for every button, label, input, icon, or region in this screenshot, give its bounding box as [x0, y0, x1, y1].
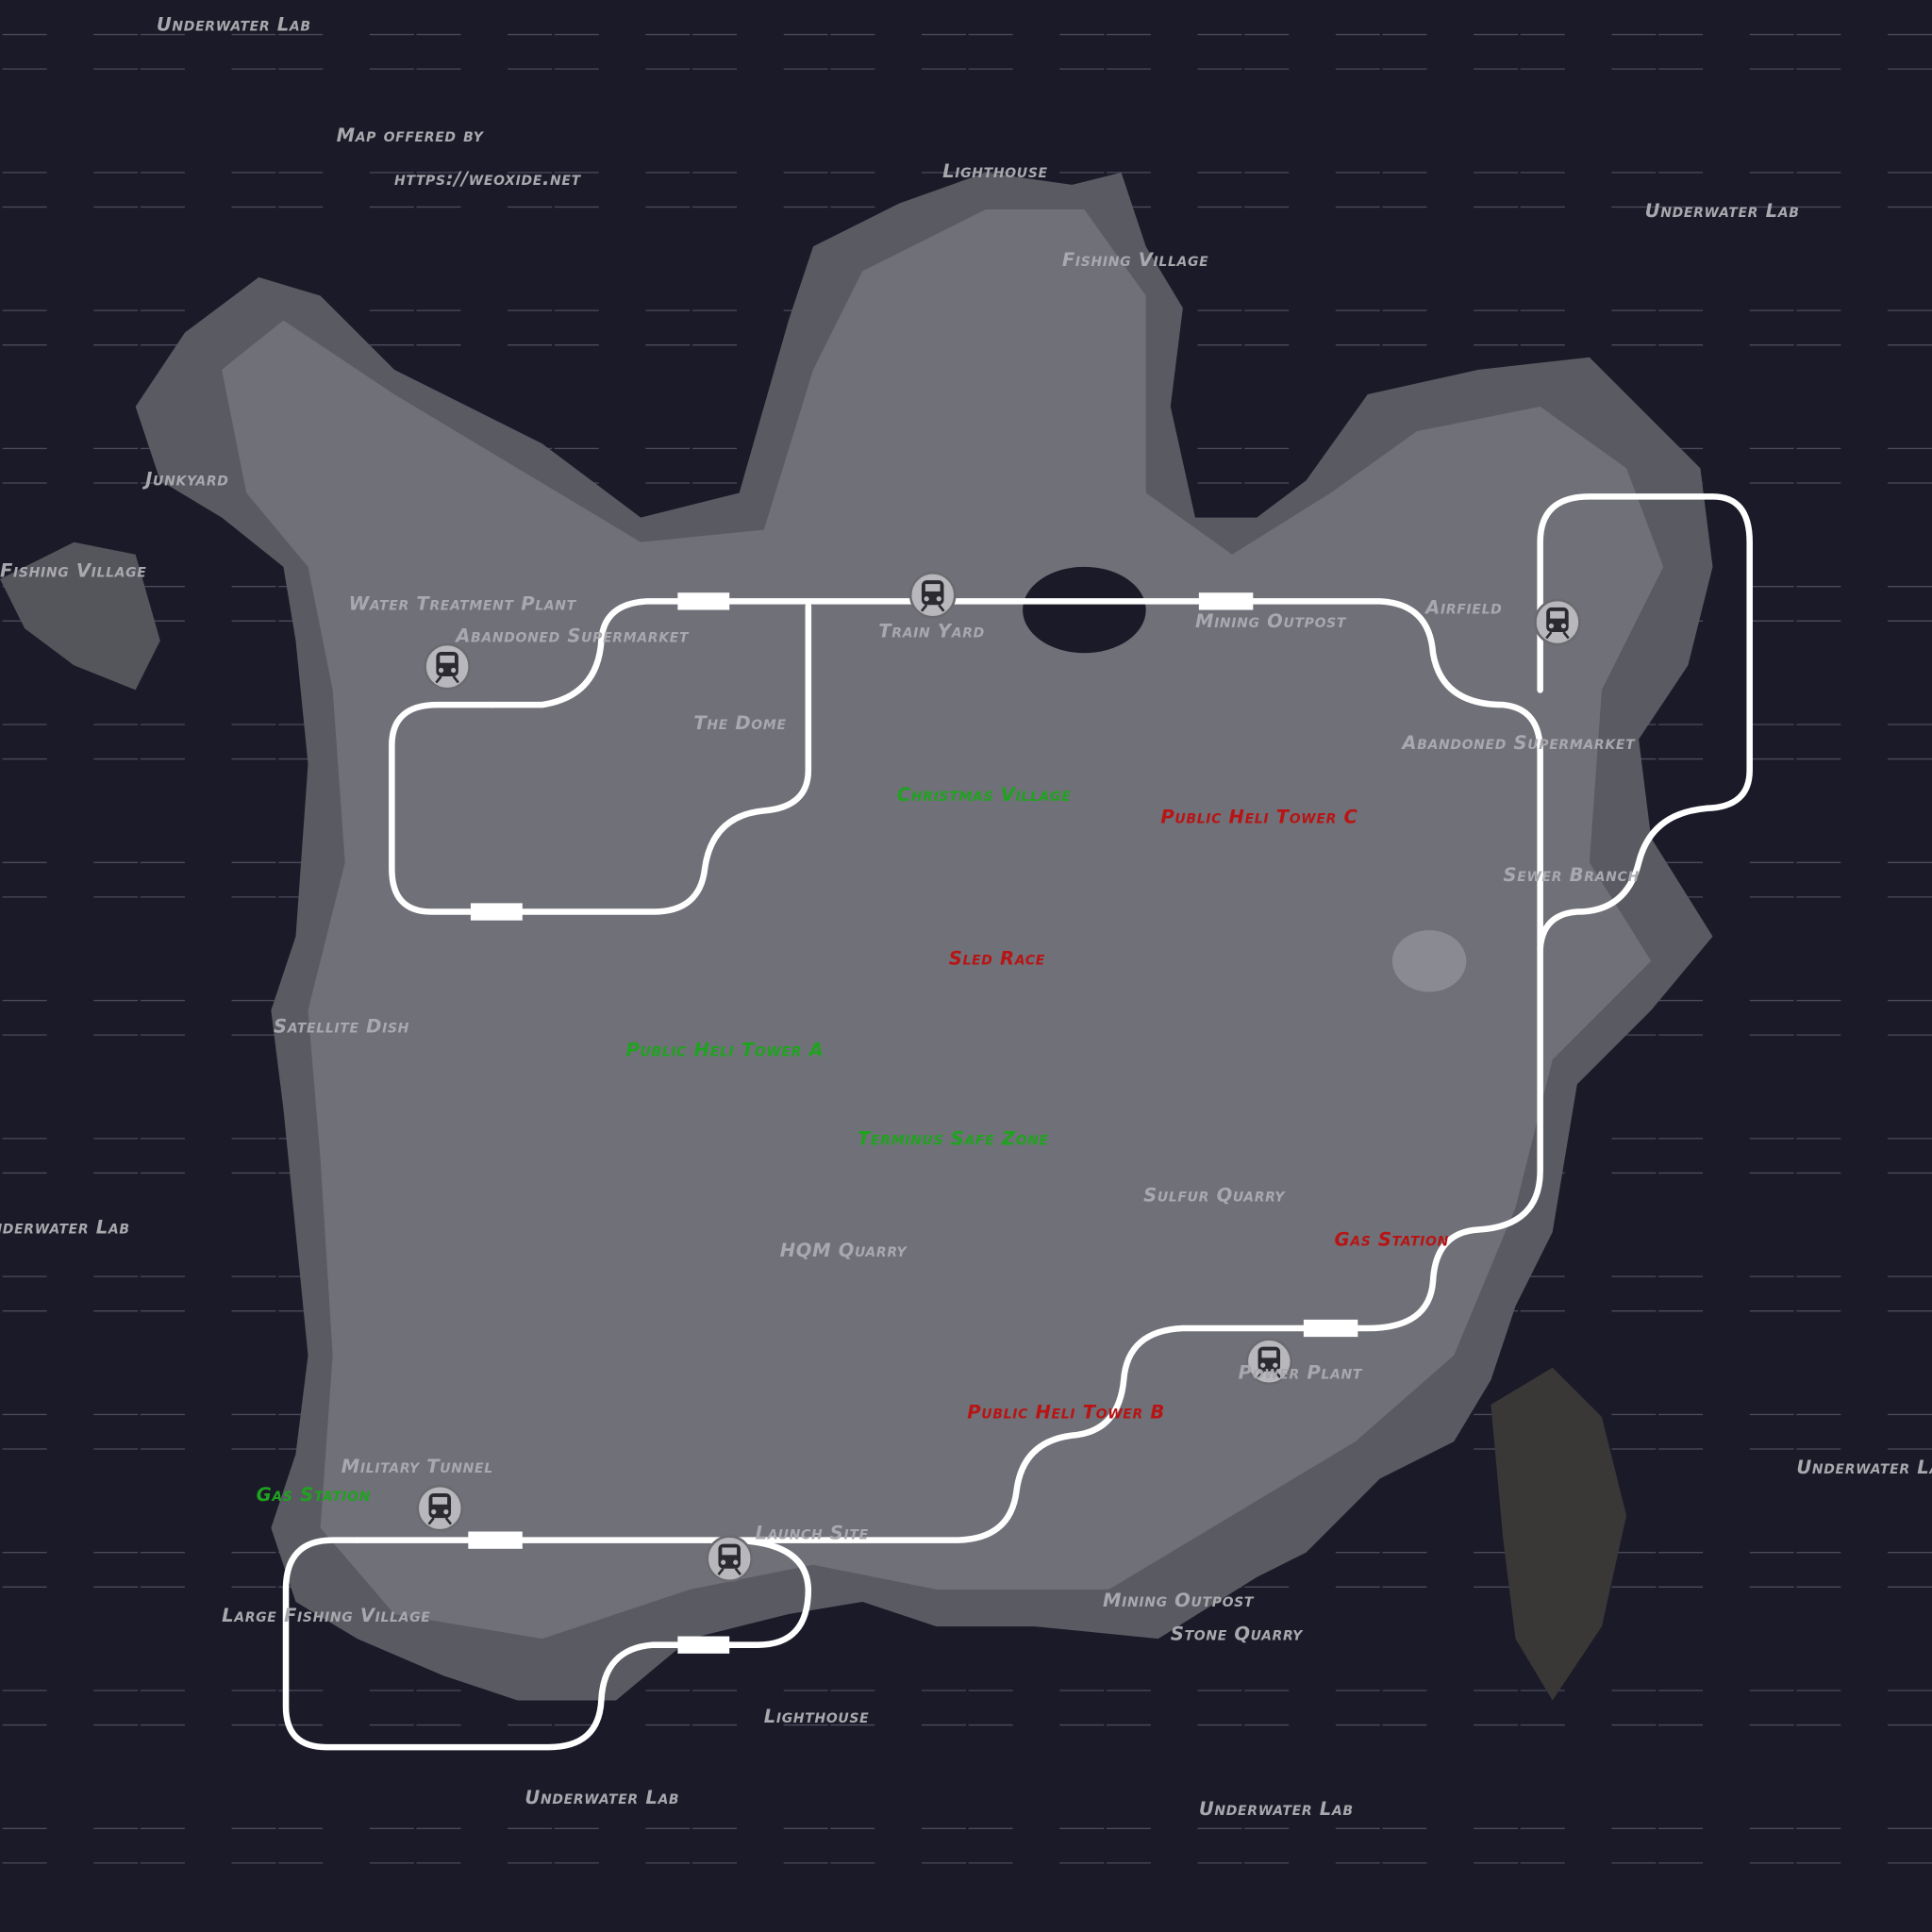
- map-label-underwater-lab[interactable]: Underwater Lab: [157, 14, 311, 36]
- map-label-fishing-village[interactable]: Fishing Village: [1062, 249, 1209, 271]
- map-label-power-plant[interactable]: Power Plant: [1239, 1362, 1363, 1384]
- map-label-underwater-lab[interactable]: Underwater Lab: [1199, 1798, 1354, 1820]
- map-label-satellite-dish[interactable]: Satellite Dish: [274, 1016, 409, 1038]
- map-label-junkyard[interactable]: Junkyard: [142, 469, 228, 491]
- map-label-sled-race[interactable]: Sled Race: [949, 948, 1045, 970]
- rail-platforms: [468, 592, 1358, 1654]
- map-label-stone-quarry[interactable]: Stone Quarry: [1171, 1623, 1304, 1644]
- map-label-christmas-village[interactable]: Christmas Village: [897, 784, 1072, 806]
- map-label-sewer-branch[interactable]: Sewer Branch: [1503, 864, 1639, 886]
- map-label-train-yard[interactable]: Train Yard: [878, 620, 985, 641]
- credit-line-1: Map offered by: [337, 125, 485, 146]
- island: [0, 172, 1713, 1701]
- map-label-military-tunnel[interactable]: Military Tunnel: [341, 1456, 493, 1477]
- map-label-abandoned-supermarket[interactable]: Abandoned Supermarket: [454, 625, 690, 646]
- map-label-gas-station[interactable]: Gas Station: [1335, 1228, 1449, 1250]
- map-label-the-dome[interactable]: The Dome: [693, 712, 786, 734]
- map-label-public-heli-tower-a[interactable]: Public Heli Tower A: [626, 1039, 824, 1060]
- map-label-lighthouse[interactable]: Lighthouse: [942, 160, 1048, 182]
- map-label-underwater-lab[interactable]: Underwater Lab: [525, 1787, 679, 1808]
- map-label-public-heli-tower-b[interactable]: Public Heli Tower B: [967, 1401, 1165, 1423]
- map-label-water-treatment-plant[interactable]: Water Treatment Plant: [349, 593, 577, 615]
- map-label-terminus-safe-zone[interactable]: Terminus Safe Zone: [858, 1127, 1049, 1149]
- credit-link[interactable]: https://weoxide.net: [394, 168, 582, 190]
- map-label-airfield[interactable]: Airfield: [1424, 596, 1502, 618]
- map-label-hqm-quarry[interactable]: HQM Quarry: [780, 1240, 908, 1261]
- map-label-launch-site[interactable]: Launch Site: [756, 1522, 869, 1543]
- map-label-fishing-village[interactable]: Fishing Village: [0, 559, 147, 581]
- train-icon[interactable]: [908, 572, 957, 619]
- map-label-underwater-lab[interactable]: Underwater Lab: [1645, 200, 1800, 222]
- railway: [282, 493, 1753, 1751]
- map-label-large-fishing-village[interactable]: Large Fishing Village: [222, 1605, 430, 1626]
- train-icon[interactable]: [706, 1535, 754, 1583]
- map-label-mining-outpost[interactable]: Mining Outpost: [1103, 1590, 1255, 1611]
- map-label-underwater-lab[interactable]: Underwater Lab: [1796, 1457, 1932, 1478]
- map-label-abandoned-supermarket[interactable]: Abandoned Supermarket: [1400, 732, 1636, 754]
- map-label-public-heli-tower-c[interactable]: Public Heli Tower C: [1160, 806, 1357, 827]
- map-label-mining-outpost[interactable]: Mining Outpost: [1195, 610, 1347, 632]
- train-icon[interactable]: [1245, 1338, 1293, 1386]
- train-icon[interactable]: [1534, 598, 1581, 646]
- map-label-gas-station[interactable]: Gas Station: [257, 1484, 371, 1506]
- map-label-lighthouse[interactable]: Lighthouse: [764, 1706, 870, 1727]
- train-icon[interactable]: [424, 642, 471, 691]
- map-label-underwater-lab[interactable]: Underwater Lab: [0, 1216, 130, 1238]
- map-label-sulfur-quarry[interactable]: Sulfur Quarry: [1143, 1184, 1286, 1206]
- train-icon[interactable]: [416, 1484, 464, 1532]
